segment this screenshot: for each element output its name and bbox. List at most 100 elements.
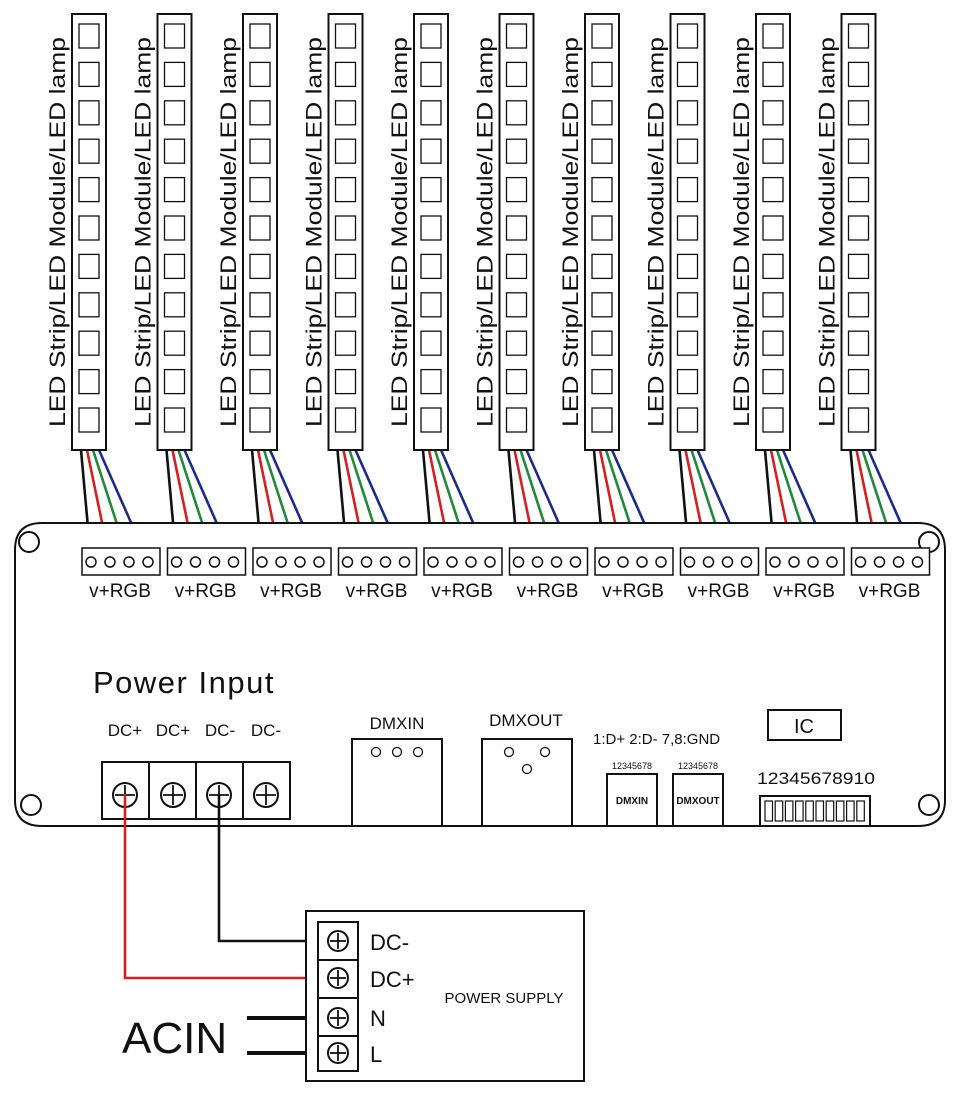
led-cell (163, 215, 186, 241)
led-cell (676, 330, 699, 356)
dip-switch-cell[interactable] (856, 800, 865, 822)
dip-switch-cell[interactable] (825, 800, 835, 822)
led-cell (847, 368, 870, 395)
dip-switch-label: 12345678910 (757, 769, 875, 788)
led-cell (505, 330, 528, 356)
connector-pin-icon (104, 556, 116, 568)
led-cell (420, 176, 442, 203)
dip-switch-cell[interactable] (764, 800, 774, 822)
led-cell (591, 215, 613, 241)
led-cell (762, 176, 784, 203)
connector-pin-icon (379, 556, 392, 568)
small-dmxout-label: DMXOUT (676, 796, 719, 807)
dip-switch-cell[interactable] (815, 800, 825, 822)
led-strip: LED Strip/LED Module/LED lamp (729, 13, 791, 451)
led-cell (505, 23, 528, 49)
connector-pin-icon (769, 556, 781, 568)
output-connector: v+RGB (508, 547, 589, 602)
led-cell (334, 138, 357, 164)
led-cell (591, 138, 613, 164)
controller-board (14, 522, 946, 827)
led-cell (163, 407, 186, 433)
led-cell (420, 23, 442, 49)
strip-label: LED Strip/LED Module/LED lamp (45, 37, 70, 427)
led-cell (78, 253, 100, 280)
led-cell (334, 176, 357, 203)
connector-pin-icon (911, 556, 924, 568)
led-cell (591, 61, 613, 88)
output-connector: v+RGB (166, 547, 247, 602)
pin-hole-icon (412, 746, 424, 758)
screw-terminal-icon (327, 1042, 349, 1064)
output-connector: v+RGB (252, 547, 332, 602)
led-cell (762, 292, 784, 318)
connector-pin-icon (446, 556, 458, 568)
dip-switch-cell[interactable] (774, 800, 784, 822)
dip-switch-cell[interactable] (835, 800, 845, 822)
dmx-in-socket: DMXIN (351, 714, 443, 827)
output-connector: v+RGB (594, 547, 674, 602)
led-cell (249, 61, 271, 88)
dip-switch[interactable]: 12345678910 (757, 769, 875, 827)
dmx-out-socket: DMXOUT (481, 711, 573, 827)
led-cell (847, 292, 870, 318)
connector-pin-icon (873, 556, 886, 568)
led-cell (847, 138, 870, 164)
connector-label: v+RGB (175, 581, 237, 602)
led-cell (762, 407, 784, 433)
connector-pin-icon (227, 556, 240, 568)
led-cell (676, 23, 699, 49)
strip-label: LED Strip/LED Module/LED lamp (815, 37, 840, 427)
led-cell (762, 61, 784, 88)
led-cell (78, 215, 100, 241)
connector-pin-icon (142, 556, 154, 568)
led-cell (505, 138, 528, 164)
led-cell (249, 407, 271, 433)
output-connector: v+RGB (679, 547, 760, 602)
led-cell (847, 176, 870, 203)
connector-pin-icon (740, 556, 753, 568)
screw-terminal-icon (327, 930, 349, 952)
mount-hole-icon (20, 794, 42, 816)
led-cell (505, 368, 528, 395)
led-cell (505, 215, 528, 241)
led-strip: LED Strip/LED Module/LED lamp (815, 13, 877, 451)
connector-pin-icon (398, 556, 411, 568)
strip-label: LED Strip/LED Module/LED lamp (131, 37, 156, 427)
led-cell (591, 292, 613, 318)
led-cell (676, 176, 699, 203)
dip-switch-cell[interactable] (845, 800, 855, 822)
led-cell (334, 253, 357, 280)
board-outline (14, 522, 946, 827)
output-connector: v+RGB (423, 547, 503, 602)
dip-switch-cell[interactable] (784, 800, 794, 822)
connector-label: v+RGB (859, 581, 921, 602)
screw-terminal-icon (327, 1007, 349, 1029)
led-cell (505, 292, 528, 318)
dip-switch-cell[interactable] (794, 800, 804, 822)
led-cell (334, 23, 357, 49)
led-cell (249, 253, 271, 280)
pin-hole-icon (503, 746, 515, 758)
led-cell (847, 61, 870, 88)
led-strip: LED Strip/LED Module/LED lamp (473, 13, 535, 451)
led-cell (249, 176, 271, 203)
output-connector: v+RGB (765, 547, 845, 602)
led-cell (249, 100, 271, 126)
led-cell (163, 253, 186, 280)
led-cell (78, 61, 100, 88)
led-cell (591, 368, 613, 395)
led-strip: LED Strip/LED Module/LED lamp (302, 13, 364, 451)
led-cell (420, 368, 442, 395)
led-cell (420, 292, 442, 318)
connector-pin-icon (85, 556, 97, 568)
power-terminal-label: DC+ (156, 721, 191, 740)
led-cell (78, 176, 100, 203)
led-cell (334, 292, 357, 318)
connector-label: v+RGB (260, 581, 322, 602)
led-cell (163, 292, 186, 318)
dip-switch-cell[interactable] (805, 800, 814, 822)
led-cell (249, 215, 271, 241)
